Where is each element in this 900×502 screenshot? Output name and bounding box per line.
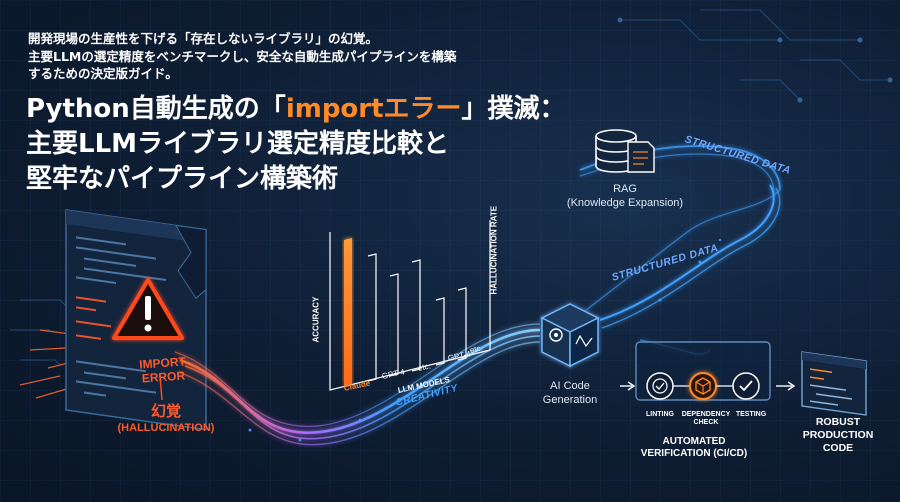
testing-check-icon — [732, 372, 760, 400]
robust-production-code-label: ROBUST PRODUCTION CODE — [802, 416, 874, 454]
chart-bar — [367, 253, 377, 382]
chart-bar — [435, 297, 445, 366]
chart-bar — [457, 287, 467, 361]
robust-code-window — [801, 351, 867, 416]
chart-y-label: ACCURACY — [311, 296, 321, 343]
ai-cube-icon — [540, 303, 600, 368]
chart-bar — [344, 238, 352, 386]
error-sparks — [19, 329, 73, 399]
dependency-icon — [689, 372, 717, 400]
document-icon — [627, 141, 655, 173]
rag-label: RAG (Knowledge Expansion) — [566, 183, 684, 209]
chart-bar — [389, 273, 399, 377]
chart-right-label: HALLUCINATION RATE — [489, 205, 499, 295]
title-line: Python自動生成の「importエラー」撲滅： — [26, 94, 566, 124]
database-icon — [595, 129, 637, 173]
warning-icon — [112, 278, 184, 340]
hallucination-label: 幻覚 (HALLUCINATION) — [117, 403, 215, 434]
accuracy-chart — [329, 220, 491, 391]
chart-bar — [411, 259, 421, 372]
title-line: 主要LLMライブラリ選定精度比較と — [26, 129, 450, 159]
linting-icon — [646, 372, 674, 400]
title-line: 堅牢なパイプライン構築術 — [26, 164, 339, 194]
ai-code-generation-label: AI Code Generation — [542, 380, 598, 406]
page-title: Python自動生成の「importエラー」撲滅： 主要LLMライブラリ選定精度… — [26, 92, 626, 197]
code-flow-ribbon — [174, 323, 541, 446]
subtitle-line: するための決定版ガイド。 — [28, 66, 178, 81]
subtitle-line: 開発現場の生産性を下げる「存在しないライブラリ」の幻覚。 — [28, 31, 379, 46]
import-error-badge: IMPORT ERROR — [138, 354, 187, 386]
circuit-lines — [10, 9, 890, 366]
automated-verification-label: AUTOMATED VERIFICATION (CI/CD) — [640, 436, 748, 459]
step-linting-label: LINTING — [646, 411, 674, 418]
subtitle: 開発現場の生産性を下げる「存在しないライブラリ」の幻覚。 主要LLMの選定精度を… — [28, 30, 548, 83]
step-testing-label: TESTING — [735, 411, 767, 418]
title-accent: importエラー — [285, 94, 462, 124]
subtitle-line: 主要LLMの選定精度をベンチマークし、安全な自動生成パイプラインを構築 — [28, 48, 457, 64]
verification-panel — [620, 341, 796, 401]
step-dependency-check-label: DEPENDENCY CHECK — [681, 411, 731, 426]
